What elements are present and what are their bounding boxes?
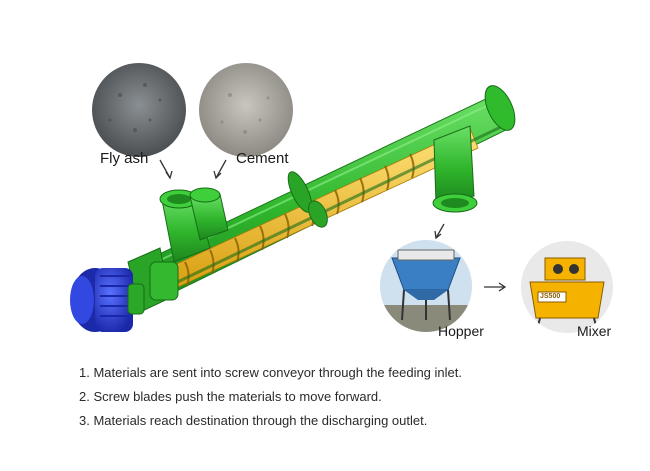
arrow-right-icon (484, 282, 507, 292)
arrow-down-icon (434, 230, 442, 240)
discharging-outlet (432, 125, 478, 213)
arrow-down-icon (215, 159, 227, 179)
cement-label: Cement (236, 150, 289, 167)
feeding-inlet-cement (189, 187, 229, 241)
step-3: 3. Materials reach destination through t… (79, 413, 428, 428)
cement-image (199, 63, 293, 157)
drive-motor (70, 268, 145, 332)
arrow-down-icon (213, 170, 222, 180)
hopper-label: Hopper (438, 323, 484, 339)
step-2: 2. Screw blades push the materials to mo… (79, 389, 382, 404)
mixer-plate-text: JS500 (540, 293, 561, 300)
screw-conveyor (127, 85, 516, 313)
fly-ash-label: Fly ash (100, 150, 149, 167)
fly-ash-image (92, 63, 186, 157)
step-1: 1. Materials are sent into screw conveyo… (79, 365, 462, 380)
arrow-down-icon (435, 223, 445, 239)
arrow-down-icon (165, 170, 173, 180)
mixer-label: Mixer (577, 323, 612, 339)
hopper-image (380, 240, 472, 332)
mixer-image (521, 241, 613, 333)
